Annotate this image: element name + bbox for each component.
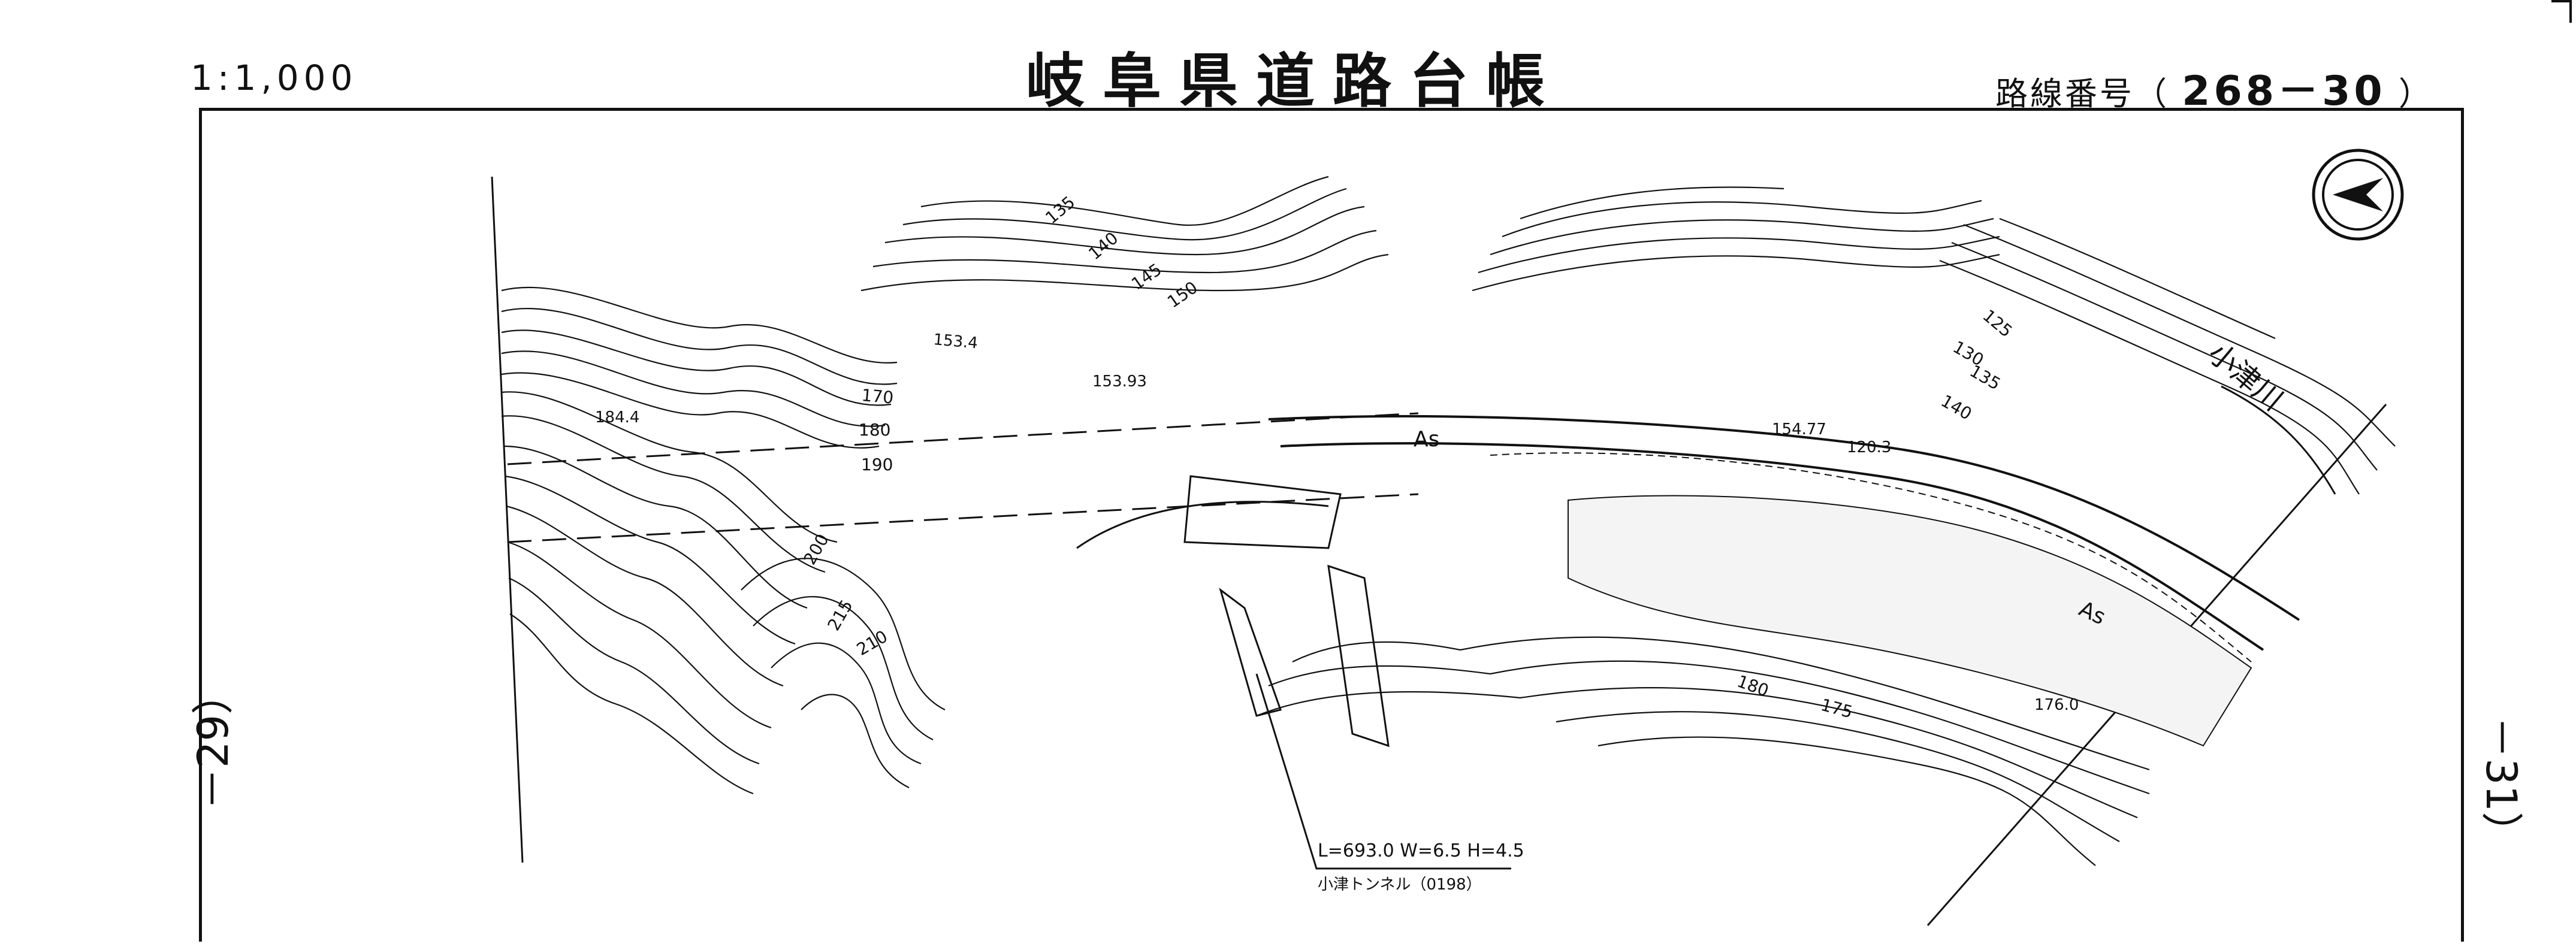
tunnel-spec: L=693.0 W=6.5 H=4.5 (1318, 840, 1524, 861)
spot-height: 154.77 (1772, 420, 1826, 438)
tunnel-leader-line (1255, 673, 1511, 870)
contour-label: 140 (1085, 228, 1122, 264)
contour-label: 215 (823, 597, 856, 634)
contour-label: 135 (1041, 192, 1079, 228)
crop-mark (2551, 0, 2572, 23)
contours-north (860, 176, 2396, 495)
page-title: 岐阜県道路台帳 (1025, 47, 1563, 116)
contour-label: 190 (861, 455, 893, 474)
surface-label: As (1414, 427, 1439, 452)
scale-label: 1:1,000 (191, 58, 358, 98)
spot-height: 120.3 (1847, 438, 1891, 456)
road-corridor (1268, 415, 2300, 662)
map-drawing: 小津川 L=693.0 W=6.5 H=4.5 小津トンネル（0198） 135… (491, 149, 2404, 926)
paved-area (1568, 495, 2252, 747)
contour-label: 125 (1979, 305, 2016, 341)
contours-west (501, 286, 946, 795)
route-close: ） (2398, 75, 2433, 113)
map-frame: 小津川 L=693.0 W=6.5 H=4.5 小津トンネル（0198） 135… (199, 108, 2464, 942)
river-bank (2221, 385, 2336, 495)
tunnel-portal (1076, 475, 1390, 748)
contour-label: 180 (859, 420, 890, 440)
page-number-left: －29） (189, 672, 238, 810)
contours-south (1256, 636, 2150, 866)
page-number-right: －31） (2477, 716, 2526, 854)
route-number: 268－30 (2182, 68, 2386, 115)
contour-label: 170 (860, 385, 894, 408)
contour-label: 140 (1938, 391, 1976, 423)
contour-label: 200 (799, 531, 832, 568)
north-arrow-icon (2312, 149, 2404, 241)
spot-height: 153.4 (932, 331, 979, 352)
map-edge-line-left (491, 176, 524, 863)
tunnel-name: 小津トンネル（0198） (1318, 876, 1482, 894)
route-number-label: 路線番号（ 268－30 ） (1995, 58, 2433, 117)
spot-height: 184.4 (595, 409, 639, 426)
contour-label: 150 (1164, 277, 1201, 312)
spot-height-group: 153.4 153.93 184.4 154.77 120.3 176.0 (595, 331, 2079, 714)
contour-label: 175 (1819, 695, 1855, 722)
tunnel-alignment (507, 412, 1419, 543)
spot-height: 176.0 (2034, 696, 2079, 714)
route-label: 路線番号（ (1995, 75, 2169, 113)
contour-label: 210 (853, 627, 891, 659)
spot-height: 153.93 (1092, 373, 1147, 391)
